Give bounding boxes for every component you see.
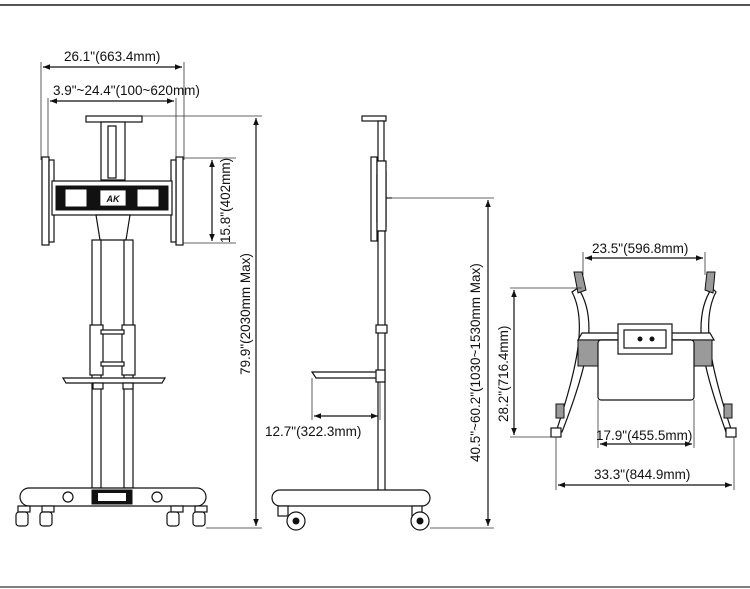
- front-shelf: [61, 377, 167, 384]
- side-vesa-arm: [370, 156, 378, 242]
- base-width-label: 33.3"(844.9mm): [594, 467, 690, 482]
- vesa-width-label: 3.9"~24.4"(100~620mm): [53, 83, 200, 98]
- svg-text:AK: AK: [106, 194, 121, 204]
- brand-logo: [99, 189, 127, 207]
- top-cap: [85, 115, 143, 123]
- bracket-height-label: 15.8"(402mm): [218, 158, 233, 243]
- side-view: 12.7"(322.3mm) 40.5"~60.2"(1030~1530mm M…: [265, 115, 494, 531]
- max-height-label: 79.9"(2030mm Max): [238, 253, 253, 375]
- side-shelf: [310, 371, 382, 379]
- side-casters: [277, 505, 430, 531]
- depth-label: 28.2"(716.4mm): [496, 326, 511, 422]
- right-vesa-arm: [175, 156, 184, 246]
- shelf-width-label: 17.9"(455.5mm): [596, 428, 692, 443]
- inner-width-label: 23.5"(596.8mm): [592, 241, 688, 256]
- front-view: 26.1"(663.4mm) 3.9"~24.4"(100~620mm) AK: [15, 49, 262, 529]
- top-view: 23.5"(596.8mm) 28.2"(716.4mm) 17.9"(455.…: [496, 241, 737, 490]
- overall-width-label: 26.1"(663.4mm): [64, 49, 160, 64]
- side-base: [271, 489, 431, 507]
- side-pole: [377, 230, 386, 492]
- left-vesa-arm: [41, 156, 50, 246]
- left-plate-wing: [577, 339, 601, 367]
- height-range-label: 40.5"~60.2"(1030~1530mm Max): [468, 263, 483, 462]
- shelf-depth-label: 12.7"(322.3mm): [265, 424, 361, 439]
- front-casters: [15, 505, 208, 527]
